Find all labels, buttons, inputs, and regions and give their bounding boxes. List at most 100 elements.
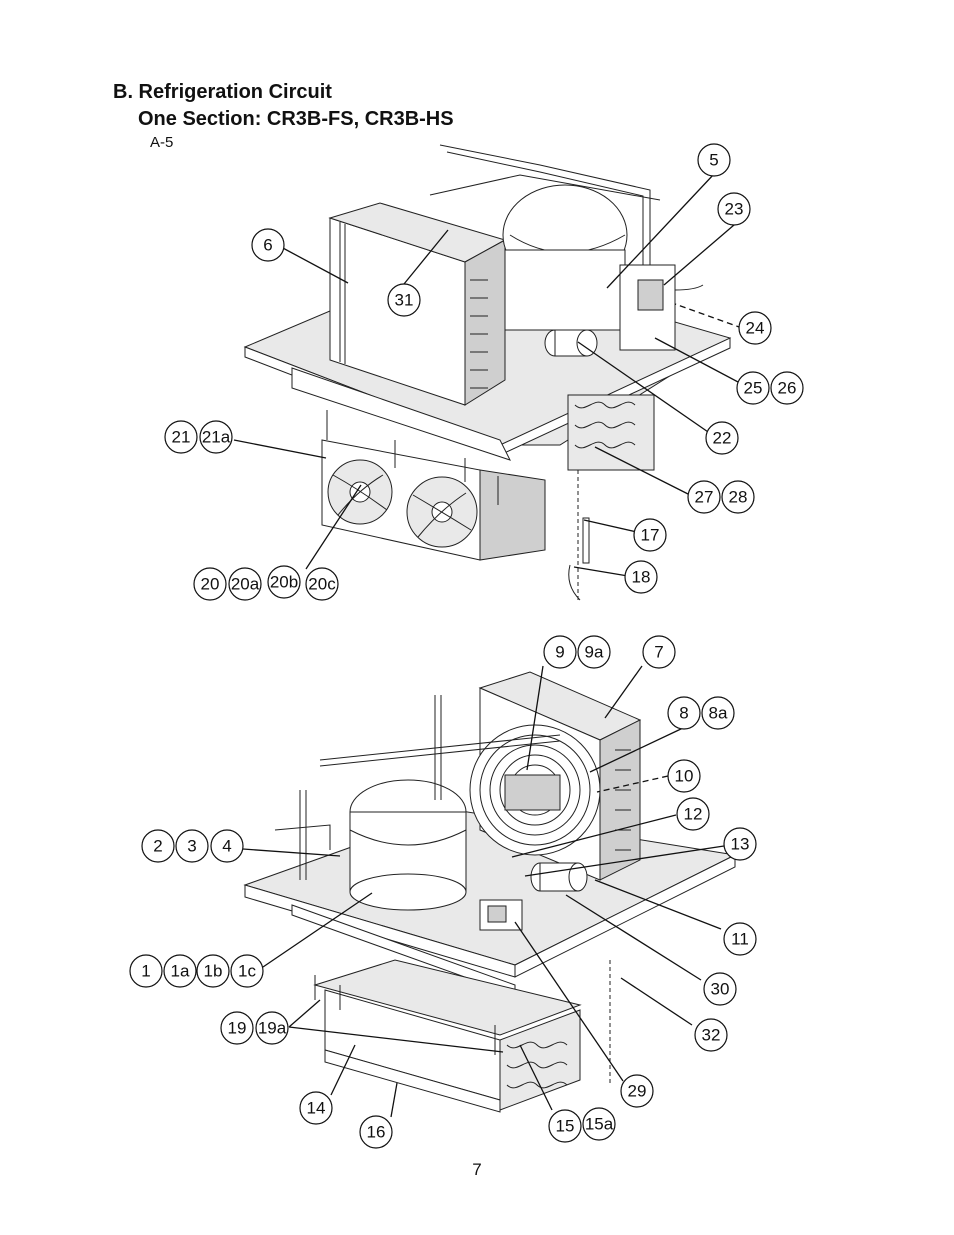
callout-25: 25 [736, 371, 770, 405]
section-heading: B. Refrigeration Circuit [113, 81, 332, 103]
svg-text:27: 27 [695, 488, 714, 507]
page-number: 7 [472, 1160, 482, 1179]
callout-31: 31 [387, 283, 421, 317]
figure-reference: A-5 [150, 134, 174, 151]
callout-2: 2 [141, 829, 175, 863]
svg-text:20: 20 [201, 575, 220, 594]
svg-text:29: 29 [628, 1082, 647, 1101]
svg-text:21a: 21a [202, 428, 231, 447]
callout-bubbles-top: 5 23 6 31 24 25 26 22 21 21a 27 28 17 18… [164, 143, 804, 601]
callout-12: 12 [676, 797, 710, 831]
svg-text:31: 31 [395, 291, 414, 310]
callout-19a: 19a [255, 1011, 289, 1045]
svg-text:16: 16 [367, 1123, 386, 1142]
callout-4: 4 [210, 829, 244, 863]
top-leader-lines [233, 173, 743, 577]
svg-text:26: 26 [778, 379, 797, 398]
svg-text:24: 24 [746, 319, 765, 338]
callout-13: 13 [723, 827, 757, 861]
callout-10: 10 [667, 759, 701, 793]
svg-text:32: 32 [702, 1026, 721, 1045]
svg-text:15a: 15a [585, 1115, 614, 1134]
svg-text:30: 30 [711, 980, 730, 999]
svg-text:2: 2 [153, 837, 162, 856]
callout-8: 8 [667, 696, 701, 730]
callout-9: 9 [543, 635, 577, 669]
svg-text:28: 28 [729, 488, 748, 507]
callout-14: 14 [299, 1091, 333, 1125]
svg-text:11: 11 [731, 930, 749, 949]
svg-text:7: 7 [654, 643, 663, 662]
bottom-assembly-drawing [243, 671, 737, 1113]
callout-1: 1 [129, 954, 163, 988]
svg-text:13: 13 [731, 835, 750, 854]
callout-9a: 9a [577, 635, 611, 669]
bottom-leader-lines [242, 665, 725, 1118]
callout-23: 23 [717, 192, 751, 226]
svg-text:5: 5 [709, 151, 718, 170]
callout-18: 18 [624, 560, 658, 594]
svg-text:19: 19 [228, 1019, 247, 1038]
svg-text:17: 17 [641, 526, 660, 545]
svg-text:8a: 8a [709, 704, 728, 723]
callout-bubbles-bottom: 9 9a 7 8 8a 10 12 2 3 4 13 11 1 1a 1b 1c… [129, 635, 757, 1149]
svg-text:12: 12 [684, 805, 703, 824]
callout-32: 32 [694, 1018, 728, 1052]
mounting-screws-bottom [314, 960, 611, 1085]
callout-20c: 20c [305, 567, 339, 601]
callout-28: 28 [721, 480, 755, 514]
callout-8a: 8a [701, 696, 735, 730]
callout-5: 5 [697, 143, 731, 177]
callout-27: 27 [687, 480, 721, 514]
callout-24: 24 [738, 311, 772, 345]
svg-text:4: 4 [222, 837, 231, 856]
callout-20a: 20a [228, 567, 262, 601]
callout-16: 16 [359, 1115, 393, 1149]
svg-text:6: 6 [263, 236, 272, 255]
callout-26: 26 [770, 371, 804, 405]
callout-6: 6 [251, 228, 285, 262]
svg-text:1b: 1b [204, 962, 223, 981]
svg-text:20b: 20b [270, 573, 298, 592]
mounting-screws-top [326, 410, 499, 505]
svg-text:9: 9 [555, 643, 564, 662]
callout-3: 3 [175, 829, 209, 863]
svg-text:1a: 1a [171, 962, 190, 981]
svg-text:1: 1 [141, 962, 150, 981]
callout-1b: 1b [196, 954, 230, 988]
callout-20: 20 [193, 567, 227, 601]
callout-22: 22 [705, 421, 739, 455]
callout-11: 11 [723, 922, 757, 956]
svg-text:1c: 1c [238, 962, 256, 981]
callout-30: 30 [703, 972, 737, 1006]
callout-17: 17 [633, 518, 667, 552]
condenser-fins-bottom [615, 749, 631, 851]
callout-21a: 21a [199, 420, 233, 454]
svg-text:20c: 20c [308, 575, 336, 594]
svg-text:25: 25 [744, 379, 763, 398]
svg-text:9a: 9a [585, 643, 604, 662]
svg-text:21: 21 [172, 428, 191, 447]
svg-text:23: 23 [725, 200, 744, 219]
svg-text:15: 15 [556, 1117, 575, 1136]
svg-text:22: 22 [713, 429, 732, 448]
section-subheading: One Section: CR3B-FS, CR3B-HS [138, 108, 454, 130]
callout-19: 19 [220, 1011, 254, 1045]
callout-15: 15 [548, 1109, 582, 1143]
callout-1c: 1c [230, 954, 264, 988]
svg-text:10: 10 [675, 767, 694, 786]
svg-text:3: 3 [187, 837, 196, 856]
callout-1a: 1a [163, 954, 197, 988]
svg-text:14: 14 [307, 1099, 326, 1118]
callout-15a: 15a [582, 1107, 616, 1141]
callout-29: 29 [620, 1074, 654, 1108]
svg-text:19a: 19a [258, 1019, 287, 1038]
callout-7: 7 [642, 635, 676, 669]
condenser-fins [470, 279, 488, 389]
svg-text:8: 8 [679, 704, 688, 723]
callout-20b: 20b [267, 565, 301, 599]
svg-text:18: 18 [632, 568, 651, 587]
svg-text:20a: 20a [231, 575, 260, 594]
callout-21: 21 [164, 420, 198, 454]
